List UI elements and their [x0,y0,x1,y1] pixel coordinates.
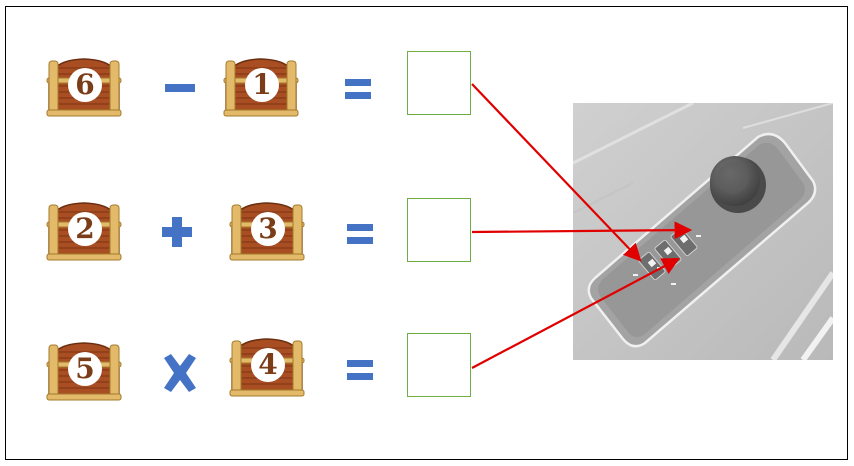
treasure-chest-icon: 6 [45,54,123,118]
answer-box[interactable] [407,51,471,115]
chest-number: 4 [251,348,285,382]
chest-number: 2 [68,212,102,246]
answer-box[interactable] [407,198,471,262]
treasure-chest-icon: 3 [228,198,306,262]
chest-number: 3 [251,212,285,246]
treasure-chest-icon: 2 [45,198,123,262]
chest-number: 1 [245,68,279,102]
minus-icon [165,84,195,92]
treasure-chest-icon: 5 [45,338,123,402]
answer-box[interactable] [407,333,471,397]
multiply-icon [164,354,196,392]
treasure-chest-icon: 1 [222,54,300,118]
chest-number: 5 [68,352,102,386]
combination-lock-icon [573,103,833,360]
treasure-chest-icon: 4 [228,334,306,398]
slide-frame [5,6,848,460]
chest-number: 6 [68,68,102,102]
